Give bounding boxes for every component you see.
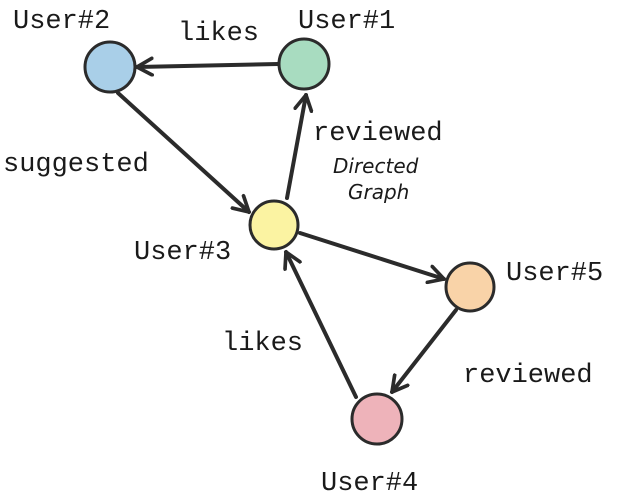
edge-user3-to-user1 (285, 93, 306, 200)
node-label-user5: User#5 (506, 259, 603, 289)
node-label-user2: User#2 (13, 7, 110, 37)
edge-user2-to-user3 (116, 91, 251, 214)
node-user4 (350, 392, 404, 446)
edge-user5-to-user4 (390, 308, 458, 394)
edge-user3-to-user5 (298, 231, 446, 279)
edge-label-likes-bottom: likes (222, 329, 303, 359)
node-user2 (83, 40, 137, 94)
node-user5 (444, 261, 496, 313)
edge-label-reviewed-top: reviewed (313, 119, 443, 149)
edge-label-suggested: suggested (3, 150, 149, 180)
node-label-user3: User#3 (134, 238, 231, 268)
diagram-title-line1: Directed (333, 154, 419, 178)
node-user1 (277, 37, 331, 91)
edge-label-reviewed-bottom: reviewed (463, 361, 593, 391)
edge-user4-to-user3 (286, 250, 358, 399)
node-label-user4: User#4 (321, 469, 418, 498)
edge-user1-to-user2 (135, 64, 280, 67)
node-label-user1: User#1 (298, 7, 395, 37)
edge-label-likes-top: likes (178, 19, 259, 49)
node-user3 (248, 199, 300, 251)
diagram-title-line2: Graph (348, 180, 409, 204)
